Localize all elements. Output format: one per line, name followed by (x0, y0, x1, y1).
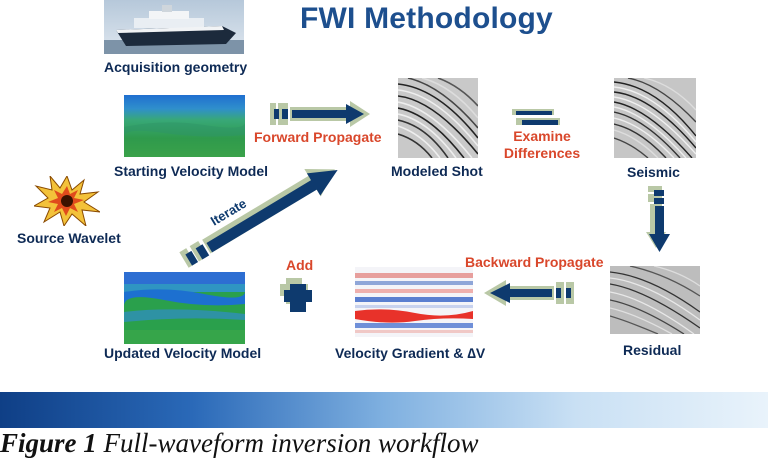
seismic-image (614, 78, 696, 158)
backward-propagate-label: Backward Propagate (465, 254, 604, 270)
source-wavelet-burst-icon (34, 176, 100, 226)
examine-label-line2: Differences (503, 145, 581, 161)
iterate-arrow: Iterate (179, 169, 338, 268)
examine-differences-label: Examine Differences (500, 128, 584, 162)
seismic-label: Seismic (627, 164, 680, 180)
modeled-shot-image (398, 78, 478, 158)
footer-decorative-band (0, 392, 768, 428)
starting-velocity-model-image (124, 95, 245, 157)
residual-image (610, 266, 700, 334)
updated-velocity-model-label: Updated Velocity Model (104, 345, 262, 361)
starting-velocity-model-label: Starting Velocity Model (114, 163, 269, 179)
updated-velocity-model-image (124, 272, 245, 344)
modeled-shot-label: Modeled Shot (391, 163, 483, 179)
residual-label: Residual (623, 342, 682, 358)
acquisition-geometry-label: Acquisition geometry (104, 59, 248, 75)
examine-differences-equals-icon (512, 109, 560, 125)
backward-propagate-arrow (484, 280, 574, 306)
acquisition-ship-image (104, 0, 244, 54)
seismic-to-residual-arrow (646, 186, 670, 252)
source-wavelet-label: Source Wavelet (17, 230, 121, 246)
forward-propagate-arrow (270, 101, 370, 127)
velocity-gradient-image (355, 267, 473, 337)
velocity-gradient-label: Velocity Gradient & ∆V (335, 345, 486, 361)
figure-caption: Figure 1 Full-waveform inversion workflo… (0, 428, 768, 459)
caption-text: Full-waveform inversion workflow (103, 428, 479, 458)
add-plus-icon (280, 278, 312, 312)
diagram-title: FWI Methodology (300, 2, 553, 35)
examine-label-line1: Examine (513, 128, 571, 144)
caption-prefix: Figure 1 (0, 428, 97, 458)
add-label: Add (286, 257, 314, 273)
forward-propagate-label: Forward Propagate (254, 129, 382, 145)
